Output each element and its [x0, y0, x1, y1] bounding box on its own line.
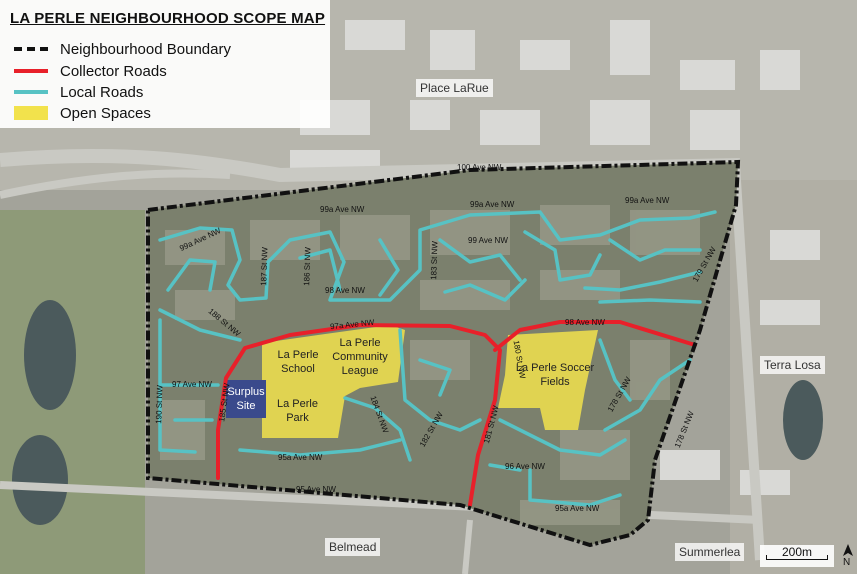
legend: LA PERLE NEIGHBOURHOOD SCOPE MAP Neighbo… — [0, 0, 330, 128]
summerlea-label: Summerlea — [675, 543, 745, 561]
pond-east — [783, 380, 823, 460]
road-96ave: 96 Ave NW — [505, 462, 545, 471]
park-label: La Perle Park — [277, 398, 318, 424]
south-road — [462, 519, 473, 574]
north-arrow-icon — [843, 544, 853, 556]
place-larue-label: Place LaRue — [416, 79, 493, 97]
map-title: LA PERLE NEIGHBOURHOOD SCOPE MAP — [10, 10, 326, 27]
legend-collector: Collector Roads — [14, 62, 167, 80]
soccer-fields-label: La Perle Soccer Fields — [515, 362, 595, 388]
road-99a-e1: 99a Ave NW — [470, 200, 515, 209]
legend-boundary-label: Neighbourhood Boundary — [60, 40, 231, 58]
highway-ramp — [0, 169, 231, 199]
buildings — [290, 20, 820, 495]
scale-bar: 200m — [760, 545, 834, 567]
north-label: N — [843, 557, 851, 568]
scale-label: 200m — [781, 545, 813, 559]
open-swatch — [14, 106, 48, 120]
road-98ave-w: 98 Ave NW — [325, 286, 365, 295]
west-grassland — [0, 210, 145, 574]
pond-west-1 — [24, 300, 76, 410]
legend-local-label: Local Roads — [60, 83, 144, 101]
road-95ave: 95 Ave NW — [296, 485, 336, 494]
community-league-label: La Perle Community League — [332, 337, 388, 377]
road-97ave: 97 Ave NW — [172, 380, 212, 389]
road-100ave: 100 Ave NW — [457, 163, 502, 172]
road-95a-e: 95a Ave NW — [555, 504, 600, 513]
legend-boundary: Neighbourhood Boundary — [14, 40, 231, 58]
boundary-swatch — [14, 42, 48, 56]
road-99ave: 99 Ave NW — [468, 236, 508, 245]
pond-west-2 — [12, 435, 68, 525]
road-95a-w: 95a Ave NW — [278, 453, 323, 462]
legend-open-label: Open Spaces — [60, 104, 151, 122]
road-183: 183 St NW — [429, 241, 440, 280]
highway — [0, 148, 741, 183]
surplus-site — [226, 380, 266, 418]
road-99a-e2: 99a Ave NW — [625, 196, 670, 205]
belmead-label: Belmead — [325, 538, 381, 556]
collector-swatch — [14, 64, 48, 78]
road-98ave-e: 98 Ave NW — [565, 318, 605, 327]
legend-collector-label: Collector Roads — [60, 62, 167, 80]
local-swatch — [14, 85, 48, 99]
road-186: 186 St NW — [302, 247, 313, 286]
open-space-la-perle-park — [262, 325, 405, 438]
road-99a-c: 99a Ave NW — [320, 205, 365, 214]
open-space-soccer-fields — [498, 330, 598, 430]
local-roads — [158, 210, 717, 507]
neighbourhood-boundary — [146, 159, 741, 548]
east-arterial — [730, 164, 765, 561]
legend-open: Open Spaces — [14, 104, 151, 122]
legend-local: Local Roads — [14, 83, 143, 101]
north-indicator: N — [840, 543, 856, 571]
surplus-site-label: Surplus Site — [227, 386, 265, 412]
road-187: 187 St NW — [259, 247, 270, 286]
collector-roads — [216, 320, 697, 507]
school-label: La Perle School — [277, 349, 319, 375]
terra-losa-label: Terra Losa — [760, 356, 825, 374]
road-190: 190 St NW — [154, 385, 165, 424]
